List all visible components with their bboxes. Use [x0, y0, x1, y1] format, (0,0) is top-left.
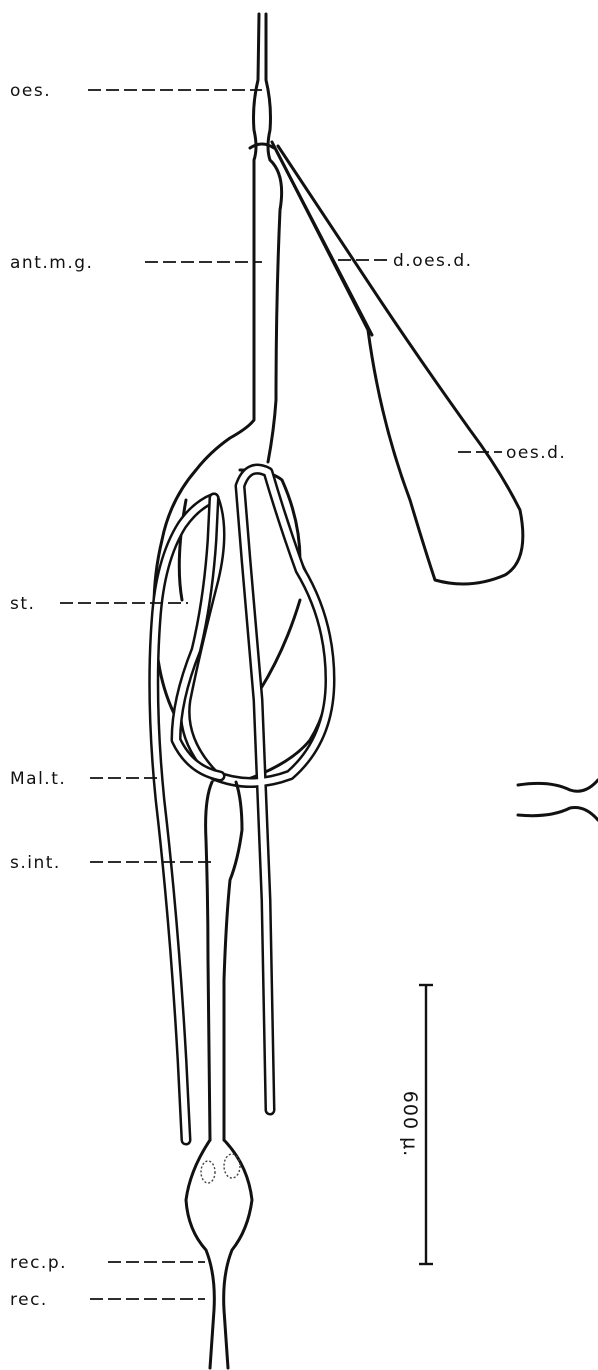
label-anterior-mid-gut: ant.m.g.: [10, 253, 93, 273]
foregut-outline: [196, 14, 282, 470]
oesophageal-diverticulum: [272, 142, 523, 584]
scale-bar: 600 μ.: [399, 985, 433, 1264]
label-diverticulum-duct: d.oes.d.: [393, 251, 473, 271]
label-rectum: rec.: [10, 1290, 48, 1310]
fragment-outline: [518, 780, 598, 820]
scale-bar-label: 600 μ.: [399, 1091, 421, 1157]
label-malpighian-tubules: Mal.t.: [10, 769, 66, 789]
label-oesophagus: oes.: [10, 81, 51, 101]
label-small-intestine: s.int.: [10, 853, 61, 873]
label-oesophageal-diverticulum: oes.d.: [506, 443, 566, 463]
leader-lines: [60, 90, 502, 1299]
label-rectal-papilla: rec.p.: [10, 1253, 67, 1273]
label-stomach: st.: [10, 594, 35, 614]
rectal-papilla: [201, 1161, 215, 1183]
rectum: [186, 1140, 252, 1368]
small-intestine: [206, 782, 242, 1140]
